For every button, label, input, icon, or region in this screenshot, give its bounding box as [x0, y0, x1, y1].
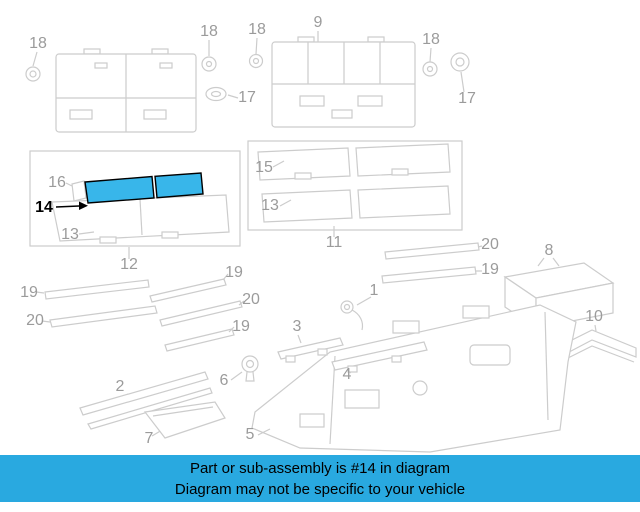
part-14-arrow — [55, 201, 88, 210]
part-3-rail — [277, 334, 344, 363]
fastener-bolt-mid-right — [248, 37, 264, 69]
part-label-14: 14 — [35, 199, 53, 216]
fastener-ring-right-17 — [450, 52, 470, 93]
fastener-grommet-top-left — [25, 51, 41, 82]
banner-line2: Diagram may not be specific to your vehi… — [174, 480, 466, 498]
banner-line1: Part or sub-assembly is #14 in diagram — [189, 459, 451, 477]
part-label-17: 17 — [458, 90, 476, 107]
part-label-19: 19 — [20, 284, 38, 301]
part-1-hook — [340, 296, 372, 331]
part-label-2: 2 — [116, 378, 125, 395]
part-label-20: 20 — [26, 312, 44, 329]
part-label-18: 18 — [29, 35, 47, 52]
part-label-3: 3 — [293, 318, 302, 335]
part-label-20: 20 — [242, 291, 260, 308]
highlighted-part-14 — [84, 172, 204, 204]
part-label-13: 13 — [61, 226, 79, 243]
part-label-19: 19 — [225, 264, 243, 281]
part-label-13: 13 — [261, 197, 279, 214]
part-label-15: 15 — [255, 159, 273, 176]
part-label-11: 11 — [326, 234, 343, 251]
part-label-4: 4 — [343, 366, 352, 383]
part-label-12: 12 — [120, 256, 138, 273]
fastener-bolt-right-18 — [422, 47, 438, 77]
part-label-6: 6 — [220, 372, 229, 389]
part-label-19: 19 — [232, 318, 250, 335]
part-label-9: 9 — [314, 14, 323, 31]
part-label-17: 17 — [238, 89, 256, 106]
part-label-18: 18 — [200, 23, 218, 40]
part-label-10: 10 — [585, 308, 603, 325]
fastener-ring-left-17 — [205, 86, 239, 102]
part-label-7: 7 — [145, 430, 154, 447]
part-6-cap — [230, 355, 259, 382]
assembly-box-right — [247, 140, 463, 237]
part-5-floor-carpet — [251, 304, 577, 453]
part-2-sill-mouldings — [79, 371, 213, 430]
part-7-cowl-wedge — [143, 401, 226, 439]
seat-back-panel-right — [271, 31, 416, 128]
part-label-18: 18 — [422, 31, 440, 48]
seat-back-panel-left — [55, 48, 197, 133]
part-label-1: 1 — [370, 282, 379, 299]
part-label-19: 19 — [481, 261, 499, 278]
part-label-20: 20 — [481, 236, 499, 253]
sill-strips — [35, 242, 483, 352]
selection-banner: Part or sub-assembly is #14 in diagram D… — [0, 455, 640, 502]
part-label-16: 16 — [48, 174, 66, 191]
part-label-5: 5 — [246, 426, 255, 443]
fastener-bolt-mid-left — [201, 40, 217, 72]
part-4-rail — [331, 341, 428, 374]
part-label-18: 18 — [248, 21, 266, 38]
part-label-8: 8 — [545, 242, 554, 259]
